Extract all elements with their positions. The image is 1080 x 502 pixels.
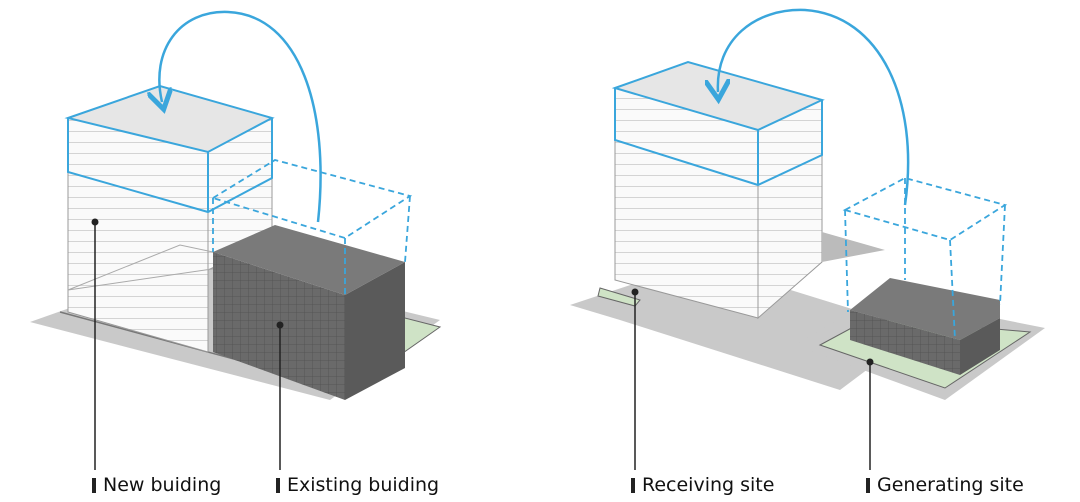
right-scene bbox=[570, 8, 1045, 470]
generating-site-text: Generating site bbox=[877, 474, 1024, 496]
existing-building-text: Existing buiding bbox=[287, 474, 440, 496]
transfer-arrow bbox=[159, 10, 322, 223]
air-rights-outline bbox=[842, 177, 1008, 341]
existing-building-label: Existing buiding bbox=[276, 474, 439, 496]
receiving-site-label: Receiving site bbox=[631, 474, 774, 496]
new-building-front bbox=[67, 117, 209, 353]
existing-building-side bbox=[345, 262, 405, 400]
generating-building-roof bbox=[850, 278, 1000, 340]
left-scene bbox=[30, 10, 442, 470]
generating-building-front bbox=[850, 310, 960, 375]
transferred-floors-outline bbox=[64, 84, 275, 214]
existing-building-point bbox=[276, 321, 284, 329]
air-rights-outline bbox=[210, 159, 413, 295]
new-building-point bbox=[91, 218, 99, 226]
label-marker bbox=[276, 477, 280, 493]
shadow bbox=[822, 232, 885, 262]
transferred-floors-outline bbox=[611, 60, 825, 187]
generating-site-label: Generating site bbox=[866, 474, 1024, 496]
label-marker bbox=[92, 477, 96, 493]
label-marker bbox=[866, 477, 870, 493]
label-marker bbox=[631, 477, 635, 493]
generating-building-side bbox=[960, 318, 1000, 375]
receiving-site-point bbox=[631, 288, 639, 296]
new-building-label: New buiding bbox=[92, 474, 221, 496]
new-building-text: New buiding bbox=[103, 474, 222, 496]
existing-building-roof bbox=[213, 225, 405, 295]
receiving-building-side bbox=[757, 99, 823, 320]
receiving-site-text: Receiving site bbox=[642, 474, 775, 496]
transfer-arrow bbox=[718, 8, 910, 206]
generating-site-point bbox=[866, 358, 874, 366]
